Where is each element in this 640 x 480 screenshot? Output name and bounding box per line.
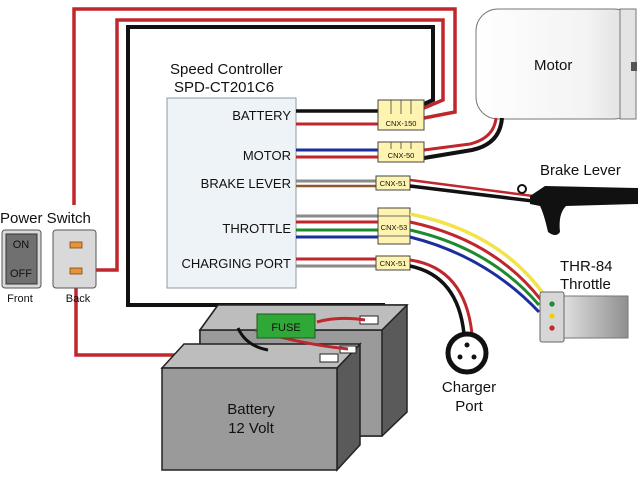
- throttle-label: Throttle: [560, 276, 611, 293]
- connector-charging-label: CNX-51: [380, 259, 407, 268]
- motor-label: Motor: [534, 57, 572, 74]
- controller-title: Speed Controller: [170, 61, 283, 78]
- port-motor-label: MOTOR: [243, 148, 291, 163]
- battery-front-terminal-left: [319, 353, 339, 363]
- black-wire-main-loop: [126, 25, 435, 307]
- connector-throttle-label: CNX-53: [381, 223, 408, 232]
- brake-lever-body: [530, 186, 638, 235]
- connector-motor-label: CNX-50: [388, 151, 415, 160]
- speed-controller: Speed Controller SPD-CT201C6 BATTERY MOT…: [166, 61, 297, 289]
- battery-label-1: Battery: [227, 401, 275, 418]
- motor-cable-black: [423, 117, 504, 160]
- power-switch: Power Switch ON OFF Front Back: [0, 210, 97, 305]
- port-charging-label: CHARGING PORT: [181, 256, 291, 271]
- port-throttle-label: THROTTLE: [222, 221, 291, 236]
- wire-fuse-to-battery: [316, 316, 366, 324]
- power-switch-back: [52, 229, 97, 289]
- power-switch-rocker: [5, 233, 38, 285]
- charger-port-label-1: Charger: [442, 379, 496, 396]
- wire-brake-out-black: [409, 184, 534, 203]
- throttle: THR-84 Throttle: [539, 258, 629, 343]
- red-wire-outer-loop: [72, 7, 457, 205]
- wire-battery-link-black: [236, 327, 269, 352]
- power-switch-back-label: Back: [66, 293, 91, 305]
- power-switch-title: Power Switch: [0, 210, 91, 227]
- charger-port-pin-left: [457, 354, 463, 360]
- throttle-led-yellow: [549, 313, 555, 319]
- charger-port: Charger Port: [442, 331, 496, 415]
- connector-motor: CNX-50: [377, 141, 425, 163]
- wire-throttle-out-blue: [409, 235, 541, 314]
- connector-battery: CNX-150: [377, 99, 425, 131]
- throttle-grip: [557, 295, 629, 339]
- power-switch-terminal-bottom: [69, 267, 83, 275]
- wire-charging-out-black: [409, 264, 466, 335]
- battery-front: Battery 12 Volt: [160, 342, 362, 472]
- brake-lever: Brake Lever: [517, 162, 638, 235]
- wire-throttle-out-yellow: [409, 212, 547, 298]
- fuse-label: FUSE: [271, 322, 300, 334]
- battery-label-2: 12 Volt: [228, 420, 275, 437]
- charger-port-pin-top: [464, 342, 470, 348]
- brake-lever-pivot: [517, 184, 527, 194]
- motor-cable-red: [423, 117, 498, 152]
- wire-throttle-out-red: [409, 220, 543, 301]
- connector-battery-label: CNX-150: [386, 119, 417, 128]
- fuse-body: [256, 313, 316, 339]
- fuse: FUSE: [256, 313, 316, 339]
- controller-box: [166, 97, 297, 289]
- power-switch-off: OFF: [10, 268, 32, 280]
- motor: Motor: [475, 8, 637, 120]
- brake-lever-label: Brake Lever: [540, 162, 621, 179]
- charger-port-pin-right: [471, 354, 477, 360]
- charger-port-label-2: Port: [455, 398, 483, 415]
- motor-tab: [631, 62, 637, 71]
- wire-brake-out-red: [409, 178, 534, 198]
- port-battery-label: BATTERY: [232, 108, 291, 123]
- throttle-led-red: [549, 325, 555, 331]
- power-switch-on: ON: [13, 239, 30, 251]
- connector-throttle: CNX-53: [377, 207, 411, 245]
- wire-throttle-out-green: [409, 228, 541, 306]
- connector-charging: CNX-51: [375, 255, 411, 271]
- red-wire-inner-loop: [95, 18, 445, 272]
- throttle-led-green: [549, 301, 555, 307]
- power-switch-front-label: Front: [7, 293, 33, 305]
- throttle-model: THR-84: [560, 258, 613, 275]
- connector-brake: CNX-51: [375, 175, 411, 191]
- wire-charging-out-red: [409, 258, 474, 335]
- connector-brake-label: CNX-51: [380, 179, 407, 188]
- controller-model: SPD-CT201C6: [174, 79, 274, 96]
- charger-port-socket: [445, 331, 489, 375]
- port-brake-lever-label: BRAKE LEVER: [201, 176, 291, 191]
- power-switch-terminal-top: [69, 241, 83, 249]
